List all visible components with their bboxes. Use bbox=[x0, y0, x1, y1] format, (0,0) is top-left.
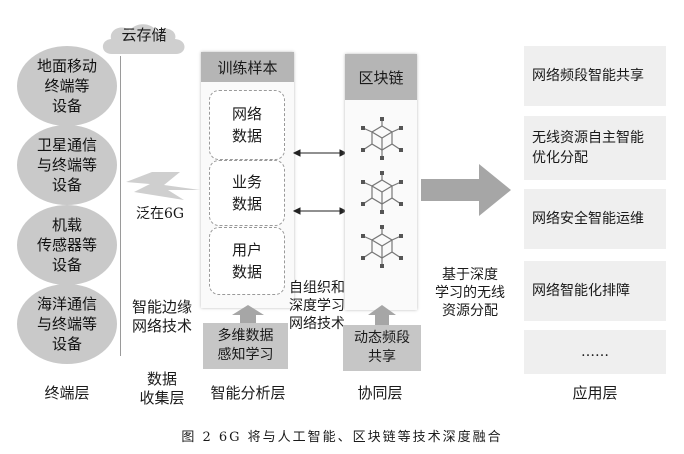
wireless-signal-icon bbox=[126, 172, 200, 200]
up-arrow-icon bbox=[232, 305, 264, 325]
up-arrow-icon bbox=[368, 305, 396, 325]
dynamic-spectrum-box: 动态频段 共享 bbox=[343, 325, 421, 371]
blockchain-node-icon bbox=[361, 225, 403, 268]
edge-network-label: 智能边缘 网络技术 bbox=[131, 298, 192, 335]
divider-line bbox=[120, 56, 121, 356]
pervasive-6g-label: 泛在6G bbox=[136, 206, 185, 222]
app-troubleshooting: 网络智能化排障 bbox=[524, 261, 666, 321]
device-ground-mobile: 地面移动 终端等 设备 bbox=[17, 46, 117, 126]
figure-caption: 图 2 6G 将与人工智能、区块链等技术深度融合 bbox=[181, 430, 503, 445]
collection-layer-label: 数据 收集层 bbox=[139, 370, 185, 407]
drl-allocation-label: 基于深度 学习的无线 资源分配 bbox=[435, 267, 505, 319]
multidim-perception-box: 多维数据 感知学习 bbox=[203, 323, 288, 369]
device-ocean: 海洋通信 与终端等 设备 bbox=[17, 284, 117, 364]
app-spectrum-sharing: 网络频段智能共享 bbox=[524, 46, 666, 106]
app-more: …… bbox=[524, 330, 666, 374]
double-arrows-icon bbox=[292, 149, 348, 215]
blockchain-node-icon bbox=[361, 117, 403, 160]
cloud-icon bbox=[102, 24, 185, 54]
training-samples-header: 训练样本 bbox=[201, 52, 294, 82]
blockchain-node-icon bbox=[361, 171, 403, 214]
app-resource-optimization: 无线资源自主智能 优化分配 bbox=[524, 116, 666, 180]
sample-user-data: 用户 数据 bbox=[209, 227, 285, 295]
blockchain-header: 区块链 bbox=[345, 54, 417, 100]
self-org-dl-label: 自组织和 深度学习 网络技术 bbox=[289, 280, 345, 332]
analysis-layer-label: 智能分析层 bbox=[210, 384, 286, 402]
big-right-arrow-icon bbox=[421, 164, 511, 216]
app-security-ops: 网络安全智能运维 bbox=[524, 189, 666, 249]
cloud-storage-label: 云存储 bbox=[121, 26, 167, 44]
sample-network-data: 网络 数据 bbox=[209, 90, 285, 160]
collab-layer-label: 协同层 bbox=[357, 384, 403, 402]
sample-service-data: 业务 数据 bbox=[209, 160, 285, 226]
device-airborne-sensor: 机载 传感器等 设备 bbox=[17, 205, 117, 285]
device-satellite: 卫星通信 与终端等 设备 bbox=[17, 125, 117, 205]
terminal-layer-label: 终端层 bbox=[44, 384, 90, 402]
application-layer-label: 应用层 bbox=[572, 384, 618, 402]
